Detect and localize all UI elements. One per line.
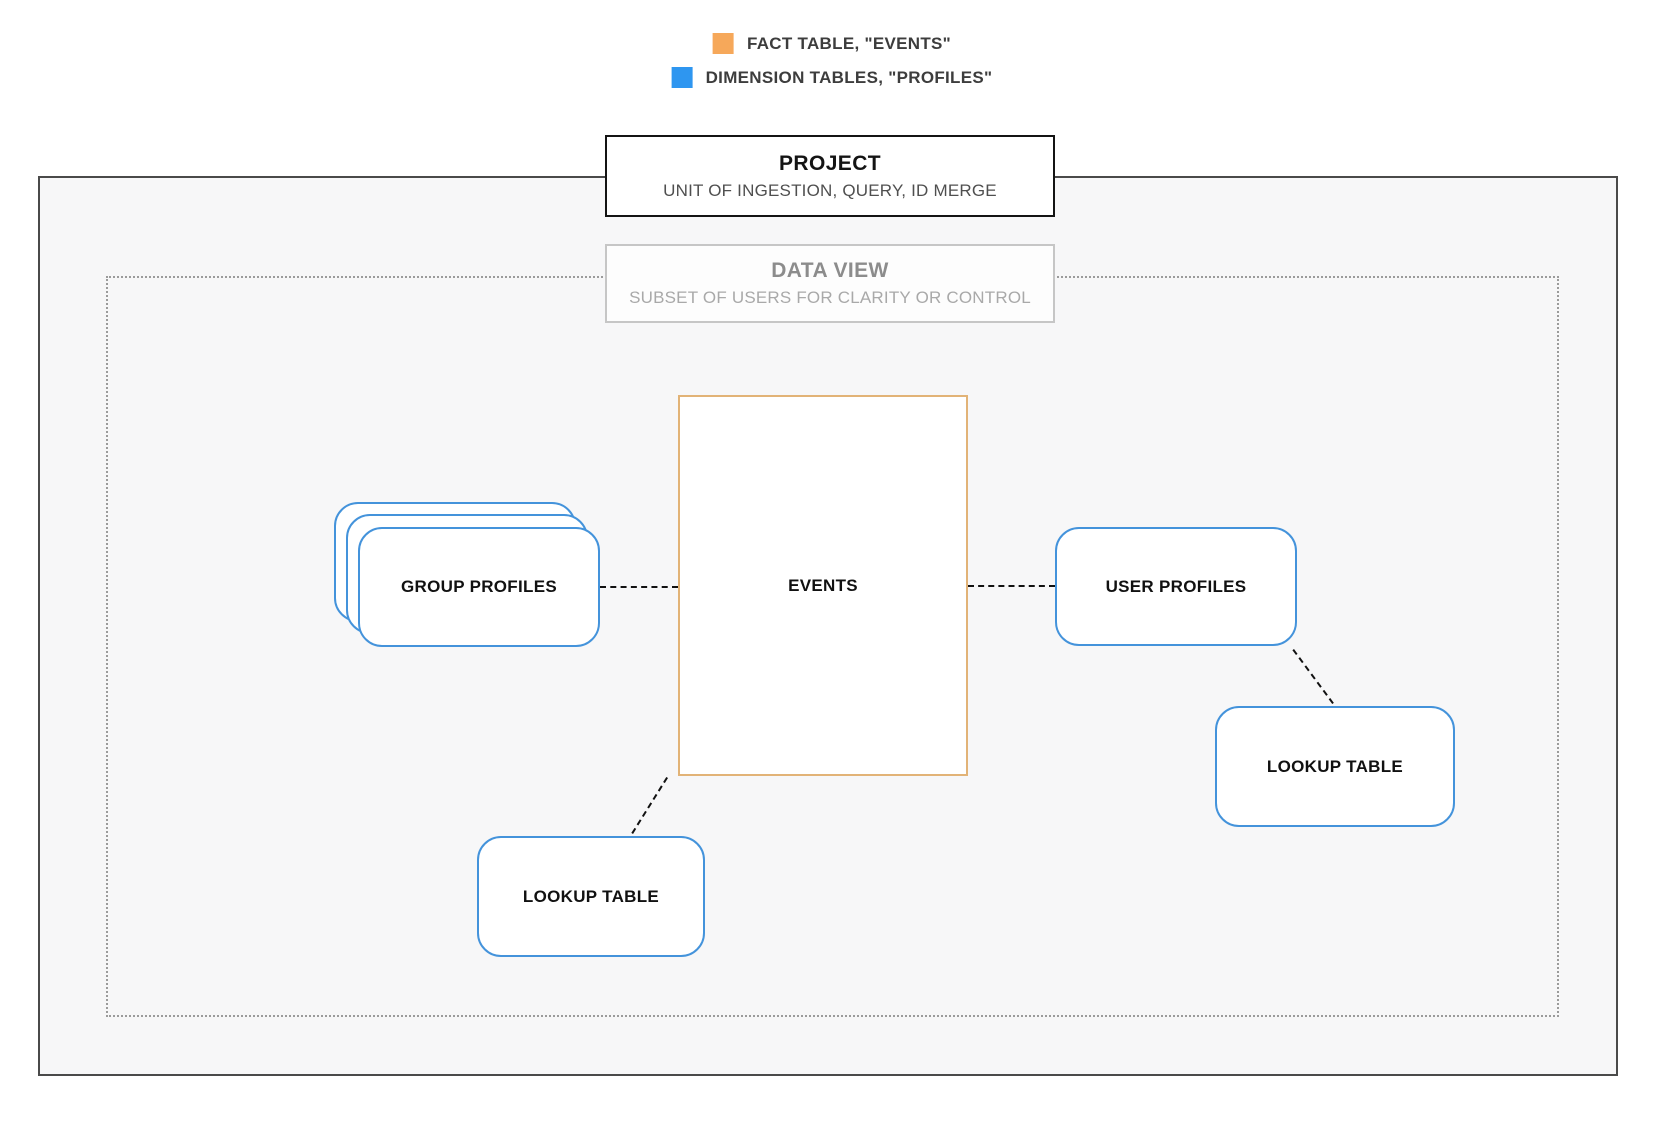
data-view-title: DATA VIEW (771, 259, 889, 282)
edge-events-to-user-profiles (968, 585, 1055, 587)
legend-item-fact: FACT TABLE, "EVENTS" (712, 33, 952, 54)
data-view-subtitle: SUBSET OF USERS FOR CLARITY OR CONTROL (629, 288, 1031, 307)
node-lookup-table-right: LOOKUP TABLE (1215, 706, 1455, 827)
node-user-profiles: USER PROFILES (1055, 527, 1297, 646)
legend-label-dimension: DIMENSION TABLES, "PROFILES" (705, 67, 993, 87)
project-subtitle: UNIT OF INGESTION, QUERY, ID MERGE (663, 180, 997, 200)
edge-group-profiles-to-events (600, 586, 678, 588)
node-lookup-table-right-label: LOOKUP TABLE (1266, 756, 1404, 776)
data-view-header-box: DATA VIEW SUBSET OF USERS FOR CLARITY OR… (605, 244, 1055, 323)
project-title: PROJECT (779, 151, 881, 175)
legend-label-fact: FACT TABLE, "EVENTS" (746, 33, 952, 53)
project-header-box: PROJECT UNIT OF INGESTION, QUERY, ID MER… (605, 135, 1055, 217)
node-group-profiles: GROUP PROFILES (358, 527, 600, 647)
dimension-table-color-swatch-icon (671, 67, 693, 88)
node-events-label: EVENTS (788, 575, 858, 595)
node-user-profiles-label: USER PROFILES (1105, 576, 1247, 596)
node-events: EVENTS (678, 395, 968, 776)
legend: FACT TABLE, "EVENTS" DIMENSION TABLES, "… (671, 33, 993, 88)
node-lookup-table-bottom-label: LOOKUP TABLE (522, 886, 660, 906)
legend-item-dimension: DIMENSION TABLES, "PROFILES" (671, 67, 993, 88)
fact-table-color-swatch-icon (712, 33, 734, 54)
node-lookup-table-bottom: LOOKUP TABLE (477, 836, 705, 957)
node-group-profiles-label: GROUP PROFILES (401, 577, 557, 596)
